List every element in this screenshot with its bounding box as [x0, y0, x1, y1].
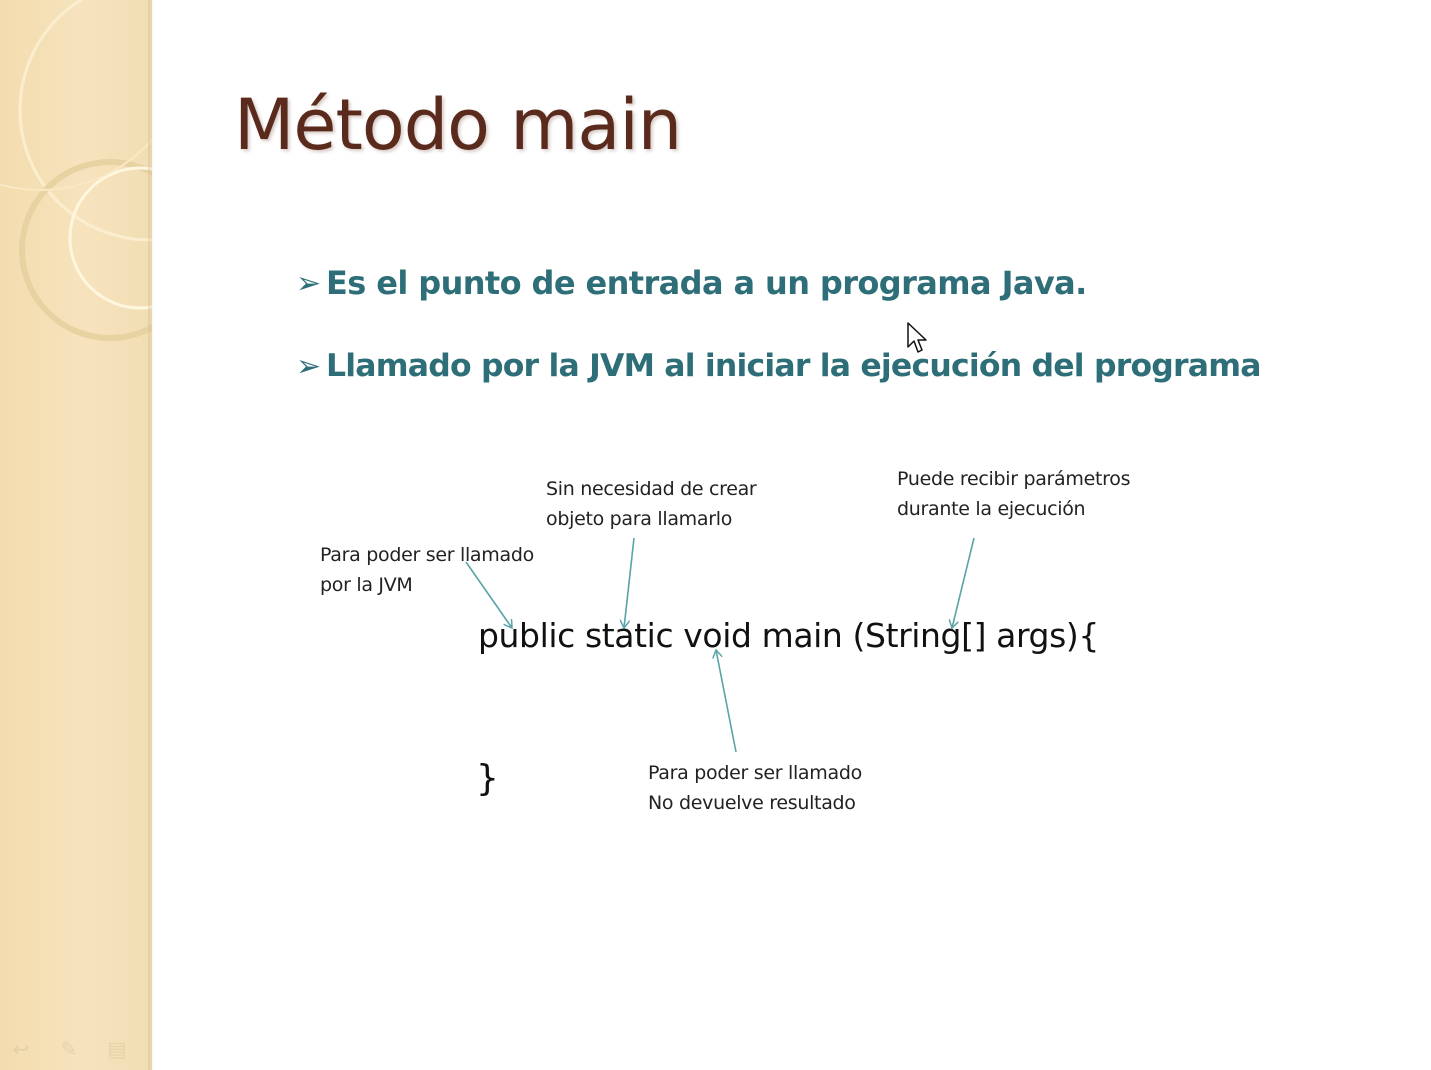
annotation-line: durante la ejecución: [897, 498, 1086, 520]
closing-brace: }: [476, 758, 499, 799]
decorative-circles: [0, 0, 152, 341]
bullet-item-entry-point: ➢ Es el punto de entrada a un programa J…: [296, 264, 1087, 302]
arrow-to-static: [624, 537, 635, 628]
bullet-text: Es el punto de entrada a un programa Jav…: [326, 264, 1087, 302]
previous-icon[interactable]: ↩: [12, 1037, 30, 1061]
annotation-line: Puede recibir parámetros: [897, 468, 1131, 490]
arrow-to-args: [952, 537, 975, 628]
circle-ring-medium: [19, 159, 152, 341]
circle-ring-outer: [0, 138, 152, 191]
annotation-line: objeto para llamarlo: [546, 508, 733, 530]
menu-icon[interactable]: ▤: [107, 1037, 127, 1061]
pen-icon[interactable]: ✎: [60, 1037, 78, 1061]
annotation-line: Para poder ser llamado: [320, 544, 534, 566]
sidebar-edge: [148, 0, 154, 1070]
slide-navigation: ↩ ✎ ▤ ↪: [6, 1037, 152, 1061]
main-method-signature: public static void main (String[] args){: [478, 616, 1099, 655]
slide-title: Método main: [234, 84, 682, 166]
annotation-static: Sin necesidad de crear objeto para llama…: [546, 474, 757, 534]
annotation-args: Puede recibir parámetros durante la ejec…: [897, 464, 1130, 524]
mouse-cursor-icon: [907, 322, 927, 353]
bullet-text: Llamado por la JVM al iniciar la ejecuci…: [326, 348, 1262, 384]
circle-ring-large: [18, 0, 152, 242]
bullet-arrow-icon: ➢: [296, 265, 321, 301]
bullet-item-jvm-call: ➢ Llamado por la JVM al iniciar la ejecu…: [296, 348, 1262, 384]
annotation-line: Para poder ser llamado: [648, 762, 862, 784]
annotation-void: Para poder ser llamado No devuelve resul…: [648, 758, 862, 818]
annotation-public: Para poder ser llamado por la JVM: [320, 540, 534, 600]
bullet-arrow-icon: ➢: [296, 348, 321, 384]
annotation-line: por la JVM: [320, 574, 413, 596]
annotation-line: No devuelve resultado: [648, 792, 856, 814]
arrow-to-void: [716, 650, 737, 753]
annotation-line: Sin necesidad de crear: [546, 478, 757, 500]
circle-ring-small: [68, 166, 152, 310]
slide-sidebar: ↩ ✎ ▤ ↪: [0, 0, 152, 1070]
